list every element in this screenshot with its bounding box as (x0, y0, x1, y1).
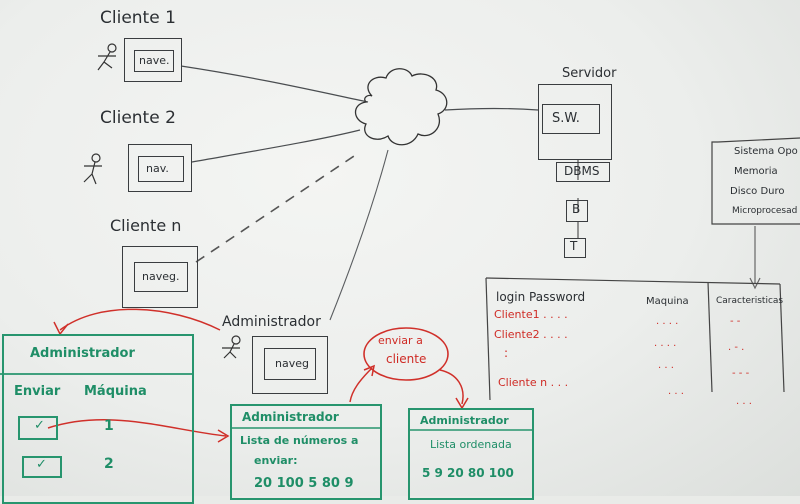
machine-number-2: 2 (104, 456, 114, 472)
sorted-list-label: Lista ordenada (430, 438, 512, 451)
table-cell: . - . (728, 342, 745, 353)
admin-computer (252, 336, 328, 394)
sistema-line-2: Memoria (734, 166, 778, 177)
table-row-1: Cliente1 . . . . (494, 308, 568, 321)
table-header-caracteristicas: Caracteristicas (716, 296, 784, 306)
b-label: B (572, 202, 581, 216)
client-n-app-label: naveg. (142, 270, 180, 283)
table-cell: . . . . (654, 338, 677, 349)
client-2-label: Cliente 2 (100, 108, 176, 128)
sorted-number-list: 5 9 20 80 100 (422, 466, 514, 480)
client-n-computer (122, 246, 198, 308)
column-maquina: Máquina (84, 384, 147, 399)
table-cell: - - - (732, 368, 750, 379)
table-cell: . . . . (656, 316, 679, 327)
admin-browser (264, 348, 316, 380)
table-cell: . . . (736, 396, 752, 407)
check-icon: ✓ (36, 457, 47, 472)
table-header-maquina: Maquina (646, 296, 689, 307)
machine-number-1: 1 (104, 418, 114, 434)
dbms-label: DBMS (564, 164, 600, 178)
client-2-app-label: nav. (146, 162, 169, 175)
list-label-line-2: enviar: (254, 454, 298, 467)
client-n-label: Cliente n (110, 216, 182, 235)
sistema-line-3: Disco Duro (730, 186, 785, 197)
admin-panel-list-title: Administrador (242, 410, 339, 424)
send-bubble-line-1: enviar a (378, 334, 423, 347)
server-label: Servidor (562, 66, 617, 81)
b-box (566, 200, 588, 222)
table-cell: - - (730, 316, 741, 327)
send-checkbox-2[interactable] (22, 456, 62, 478)
table-cell: . . . (658, 360, 674, 371)
t-label: T (570, 239, 578, 253)
send-checkbox-1[interactable] (18, 416, 58, 440)
table-cell: . . . (668, 386, 684, 397)
table-row-2: Cliente2 . . . . (494, 328, 568, 341)
admin-label: Administrador (222, 314, 321, 330)
table-row-dots: : (504, 346, 509, 360)
client-2-browser (138, 156, 184, 182)
admin-panel-main-title: Administrador (30, 346, 135, 361)
number-list: 20 100 5 80 9 (254, 476, 354, 491)
client-1-computer (124, 38, 182, 82)
sistema-line-1: Sistema Opo (734, 146, 798, 157)
column-enviar: Enviar (14, 384, 61, 399)
dbms-box (556, 162, 610, 182)
t-box (564, 238, 586, 258)
client-2-computer (128, 144, 192, 192)
table-header-login: login Password (496, 290, 586, 304)
admin-panel-sorted-title: Administrador (420, 414, 509, 427)
sw-label: S.W. (552, 111, 580, 126)
send-bubble-line-2: cliente (386, 352, 427, 366)
client-1-browser (134, 50, 174, 72)
client-1-label: Cliente 1 (100, 8, 176, 28)
client-n-browser (134, 262, 188, 292)
admin-app-label: naveg (275, 357, 309, 370)
check-icon: ✓ (34, 418, 45, 433)
sw-box (542, 104, 600, 134)
client-1-app-label: nave. (139, 54, 170, 67)
list-label-line-1: Lista de números a (240, 434, 359, 447)
sistema-line-4: Microprocesad (732, 206, 798, 216)
server-box (538, 84, 612, 160)
table-row-3: Cliente n . . . (498, 376, 569, 389)
